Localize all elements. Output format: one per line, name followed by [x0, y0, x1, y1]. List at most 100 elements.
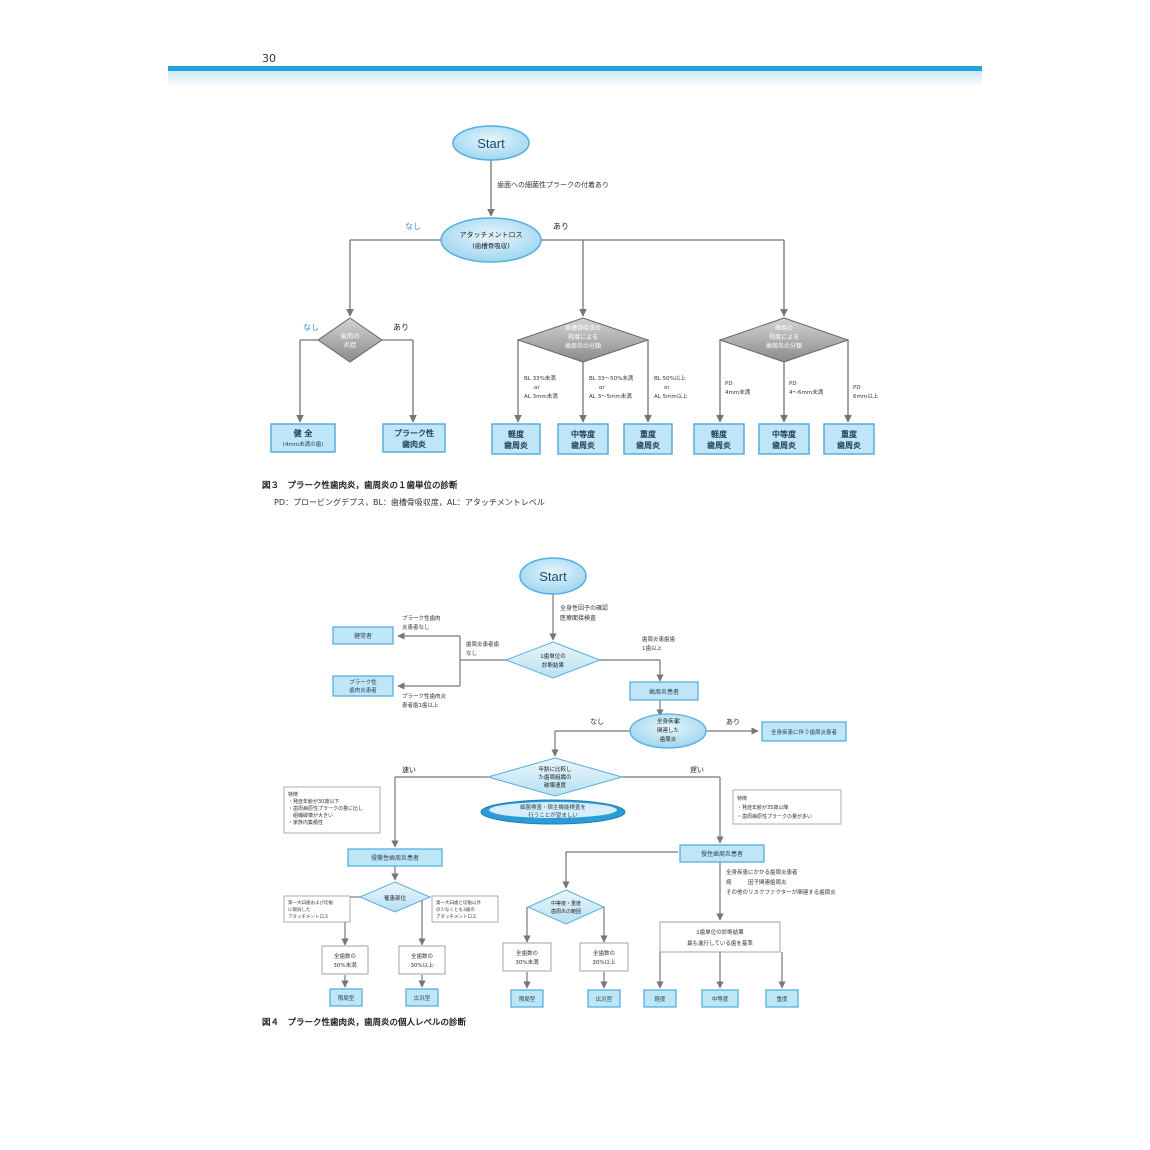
fig4-agg-pct2-box — [398, 945, 446, 975]
fig4-cn-1: 病 因子関連歯周炎 — [726, 878, 787, 886]
fig4-agg-general-box — [405, 988, 439, 1007]
fig3-severe-1-l2: 歯周炎 — [636, 440, 660, 450]
fig3-caption: 図３ プラーク性歯肉炎，歯周炎の１歯単位の診断 — [262, 481, 458, 491]
fig4-agg-local-box — [329, 988, 363, 1007]
fig4-perio-box — [629, 681, 699, 701]
fig3-yes-label-1: あり — [553, 222, 569, 231]
fig4-right-features: 特徴 ・発症年齢が35歳以降 ・歯周病原性プラークの量が多い — [737, 795, 812, 820]
fig4-left-small-note-box — [283, 895, 351, 923]
fig4-diag-l1: 1歯単位の — [540, 652, 566, 660]
header-shade — [168, 71, 982, 87]
fig4-chronic-notes: 全身疾患にかかる歯周炎患者 病 因子関連歯周炎 その他のリスクファクターが関連す… — [726, 868, 836, 896]
fig4-rf-2: ・歯周病原性プラークの量が多い — [737, 813, 812, 820]
fig4-left-features-box — [283, 786, 381, 834]
fig4-right-small-note: 第一大臼歯と切歯以外 の少なくとも3歯の アタッチメントロス — [436, 899, 481, 920]
fig4-moderate-text: 中等度 — [712, 995, 729, 1003]
fig3-result-boxes: 健 全 (4mm未満の歯) プラーク性 歯肉炎 軽度 歯周炎 中等度 歯周炎 重… — [270, 423, 875, 455]
fig3-p1-l2: 4mm未満 — [725, 388, 751, 396]
fig4-systemic-l1: 全身疾患 — [657, 717, 680, 725]
fig3-b2-l2: or — [599, 385, 605, 391]
fig3-attachment-loss-oval — [440, 217, 542, 263]
fig4-systemic-l4: 歯周炎 — [660, 735, 677, 743]
fig4-rsn-2: アタッチメントロス — [436, 913, 477, 920]
fig3-plaque-label: 歯面への細菌性プラークの付着あり — [497, 180, 609, 189]
fig4-chronic-extent-l1: 中等度・重度 — [551, 900, 581, 907]
fig3-start-oval — [452, 125, 530, 161]
fig4-ch-pct2-l1: 全歯数の — [593, 949, 615, 957]
fig3-healthy-l1: 健 全 — [294, 428, 314, 438]
fig3-start-text: Start — [477, 136, 505, 151]
fig3-pd-l1: 歯周の — [775, 324, 793, 332]
fig3-severe-1-l1: 重度 — [640, 429, 657, 439]
fig4-chronic-extent-l2: 歯周炎の範囲 — [551, 908, 581, 915]
fig4-right-small-note-box — [431, 895, 499, 923]
fig4-aggressive-text: 侵襲性歯周炎患者 — [371, 854, 419, 862]
header-bar — [168, 66, 982, 71]
fig4-agg-pct2-l1: 全歯数の — [411, 952, 433, 960]
fig4-slow-label: 遅い — [690, 766, 704, 774]
fig4-diag-l2: 診断結果 — [542, 661, 565, 669]
fig4-mild-box — [643, 989, 677, 1008]
fig3-p1-l1: PD — [725, 381, 733, 387]
fig3-moderate-2-l1: 中等度 — [772, 429, 797, 439]
fig4-left-bot-l1: プラーク性歯肉炎 — [402, 692, 447, 700]
fig3-b3-l3: AL 5mm以上 — [654, 392, 688, 400]
fig4-severe-box — [765, 989, 799, 1008]
fig4-ch-local-text: 限局型 — [519, 995, 536, 1003]
fig4-left-top-l1: プラーク性歯肉 — [402, 614, 441, 622]
fig4-box-diag — [659, 921, 781, 953]
fig3-moderate-1-l2: 歯周炎 — [571, 440, 595, 450]
fig3-attachment-loss-l2: (歯槽骨吸収) — [472, 241, 510, 250]
fig4-speed-l3: 破壊速度 — [544, 781, 567, 789]
fig4-gingivitis-l1: プラーク性 — [349, 678, 377, 686]
fig4-cn-0: 全身疾患にかかる歯周炎患者 — [726, 868, 798, 876]
fig4-left-features: 特徴 ・発症年齢が30歳以下 ・歯周病原性プラークの量に比し 組織破壊が大きい … — [288, 791, 363, 826]
fig4-ch-pct1-l2: 30%未満 — [515, 958, 539, 966]
fig3-p2-l1: PD — [789, 381, 797, 387]
fig4-left-bot-l2: 患者歯1歯以上 — [402, 701, 439, 709]
fig4-cn-2: その他のリスクファクターが関連する歯周炎 — [726, 888, 836, 896]
fig3-mild-1-l1: 軽度 — [508, 429, 525, 439]
fig4-systemic-box-text: 全身疾患に伴う歯周炎患者 — [771, 728, 838, 736]
fig4-right-note-l2: 1歯以上 — [642, 644, 662, 652]
fig4-gingivitis-l2: 歯肉炎患者 — [349, 686, 377, 694]
fig4-ch-general-box — [587, 989, 621, 1008]
fig4-lsn-0: 第一大臼歯および切歯 — [288, 899, 333, 906]
fig4-lf-1: ・発症年齢が30歳以下 — [288, 798, 339, 805]
fig4-agg-local-text: 限局型 — [338, 994, 355, 1002]
fig4-ch-pct2-box — [579, 942, 629, 972]
fig4-mild-text: 軽度 — [654, 995, 666, 1003]
fig3-mild-box-2 — [693, 423, 745, 455]
fig3-b3-l1: BL 50%以上 — [654, 374, 686, 382]
fig4-speed-l1: 年齢に比較し — [538, 765, 571, 773]
figure-4-connectors — [341, 594, 786, 989]
page-number: 30 — [262, 52, 276, 65]
figure-3 — [296, 160, 852, 423]
fig3-no-label-1: なし — [405, 222, 421, 231]
fig4-start-oval — [519, 557, 587, 595]
fig4-start-text: Start — [539, 569, 567, 584]
fig4-caption: 図４ プラーク性歯肉炎，歯周炎の個人レベルの診断 — [262, 1018, 467, 1028]
fig3-bone-diamond — [516, 317, 650, 363]
fig4-exam-l1: 全身性因子の確認 — [560, 604, 608, 612]
fig3-no-label-2: なし — [303, 323, 319, 332]
fig3-p2-l2: 4〜6mm未満 — [789, 388, 824, 396]
fig4-box-diag-l2: 最も進行している歯を基準 — [687, 939, 753, 947]
fig4-box-diag-l1: 1歯単位の診断結果 — [696, 928, 744, 936]
fig4-rsn-1: の少なくとも3歯の — [436, 906, 475, 913]
fig4-speed-diamond — [486, 757, 624, 797]
fig3-gingiva-diamond — [317, 317, 383, 363]
fig4-perio-text: 歯周炎患者 — [649, 688, 679, 696]
fig4-extent-diamond — [358, 881, 432, 913]
fig4-agg-pct2-l2: 30%以上 — [410, 961, 434, 969]
fig4-ch-pct1-l1: 全歯数の — [516, 949, 538, 957]
fig3-gingiva-l1: 歯肉の — [340, 331, 360, 340]
fig3-p3-l1: PD — [853, 385, 861, 391]
fig4-agg-pct1-box — [321, 945, 369, 975]
fig4-right-note-l1: 歯周炎患歯歯 — [642, 635, 676, 643]
fig3-b1-l1: BL 33%未満 — [524, 374, 556, 382]
fig3-pd-l2: 程度による — [769, 333, 799, 341]
fig4-lf-4: ・家族内集積性 — [288, 819, 323, 826]
fig4-test-l2: 行うことが望ましい — [528, 811, 578, 819]
